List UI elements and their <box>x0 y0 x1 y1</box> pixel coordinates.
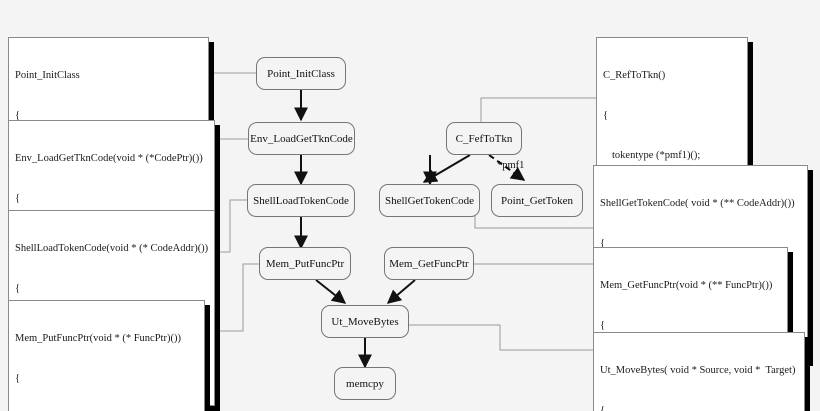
node-shellloadtokencode[interactable]: ShellLoadTokenCode <box>247 184 355 217</box>
note-line: ShellGetTokenCode( void * (** CodeAddr)(… <box>600 198 795 210</box>
note-line: { <box>15 110 21 122</box>
note-line: Mem_PutFuncPtr(void * (* FuncPtr)()) <box>15 333 181 345</box>
node-point-initclass[interactable]: Point_InitClass <box>256 57 346 90</box>
node-shellgettokencode[interactable]: ShellGetTokenCode <box>379 184 480 217</box>
note-line: Env_LoadGetTknCode(void * (*CodePtr)()) <box>15 153 203 165</box>
note-mem-putfuncptr: Mem_PutFuncPtr(void * (* FuncPtr)()) { U… <box>8 300 205 411</box>
node-label: Point_InitClass <box>267 67 335 80</box>
node-label: Ut_MoveBytes <box>331 315 399 328</box>
arrow-memget-to-utmove <box>386 279 416 304</box>
arrow-feftotkn-to-shellget <box>422 154 471 183</box>
note-line: Point_InitClass <box>15 70 80 82</box>
note-ut-movebytes: Ut_MoveBytes( void * Source, void * Targ… <box>593 332 805 411</box>
node-ut-movebytes[interactable]: Ut_MoveBytes <box>321 305 409 338</box>
note-line: C_RefToTkn() <box>603 70 666 82</box>
node-label: Mem_PutFuncPtr <box>265 257 345 270</box>
arrow-memput-to-utmove <box>315 279 347 304</box>
node-c-feftotkn[interactable]: C_FefToTkn <box>446 122 522 155</box>
node-label: ShellLoadTokenCode <box>253 194 349 207</box>
node-mem-getfuncptr[interactable]: Mem_GetFuncPtr <box>384 247 474 280</box>
note-line: { <box>600 320 606 332</box>
note-line: { <box>603 110 609 122</box>
note-line: { <box>600 238 606 250</box>
node-memcpy[interactable]: memcpy <box>334 367 396 400</box>
note-line: { <box>600 405 606 411</box>
node-label: C_FefToTkn <box>455 132 513 145</box>
connector-note-shellloadtokencode <box>215 199 247 253</box>
note-line: ShellLoadTokenCode(void * (* CodeAddr)()… <box>15 243 209 255</box>
note-line: Ut_MoveBytes( void * Source, void * Targ… <box>600 365 796 377</box>
note-line: Mem_GetFuncPtr(void * (** FuncPtr)()) <box>600 280 773 292</box>
node-mem-putfuncptr[interactable]: Mem_PutFuncPtr <box>259 247 351 280</box>
note-line: { <box>15 283 21 295</box>
node-label: ShellGetTokenCode <box>384 194 475 207</box>
node-point-gettoken[interactable]: Point_GetToken <box>491 184 583 217</box>
edge-label-pmf1: *pmf1 <box>497 160 524 171</box>
node-label: Mem_GetFuncPtr <box>389 257 469 270</box>
node-label: Env_LoadGetTknCode <box>250 132 353 145</box>
note-line: tokentype (*pmf1)(); <box>612 149 701 161</box>
connector-note-ut-movebytes <box>409 324 593 351</box>
node-label: memcpy <box>346 377 384 390</box>
node-env-loadgettkncode[interactable]: Env_LoadGetTknCode <box>248 122 355 155</box>
node-label: Point_GetToken <box>501 194 573 207</box>
edge-label-text: *pmf1 <box>497 160 525 171</box>
note-line: { <box>15 193 21 205</box>
note-line: { <box>15 373 21 385</box>
